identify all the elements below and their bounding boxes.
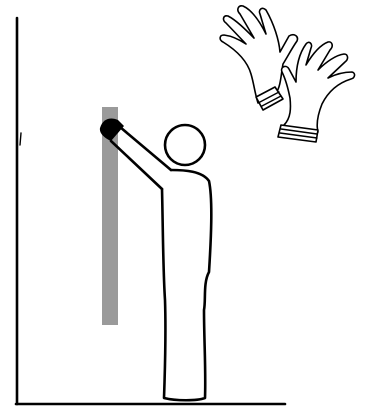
pair-of-gloves-icon — [220, 6, 354, 142]
right-glove-icon — [278, 42, 355, 142]
raised-arm — [111, 127, 171, 189]
person-head — [165, 125, 205, 165]
left-glove-icon — [220, 6, 297, 110]
wall-tick-mark — [20, 133, 21, 145]
person-body — [162, 170, 211, 400]
